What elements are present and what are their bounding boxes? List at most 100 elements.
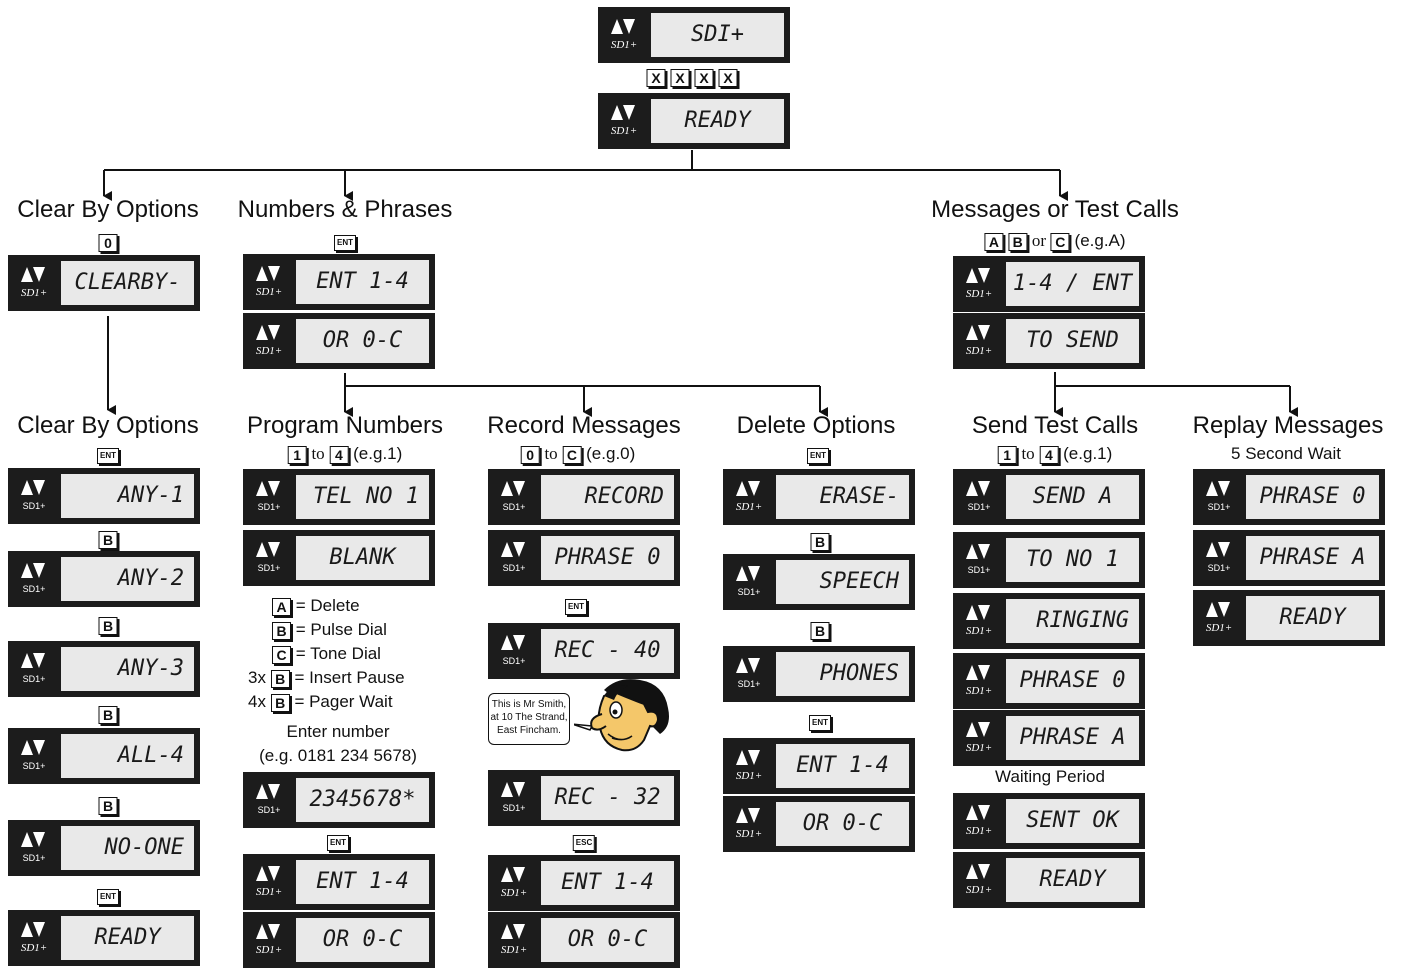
- example-label: (e.g.1): [1063, 444, 1112, 463]
- key-row: ENT: [807, 445, 829, 465]
- legend-text: = Tone Dial: [296, 644, 381, 663]
- key-ent: ENT: [97, 889, 119, 905]
- heading-delete-options: Delete Options: [737, 412, 896, 440]
- lcd-display: SD1+ ENT 1-4: [243, 254, 435, 310]
- to-label: to: [1021, 444, 1034, 463]
- key-row: ENT: [809, 712, 831, 732]
- lcd-screen-text: TO SEND: [1006, 319, 1139, 363]
- legend-row: 3x B = Insert Pause: [248, 666, 438, 690]
- lcd-screen-text: ENT 1-4: [296, 260, 429, 304]
- key-row: A B or C (e.g.A): [984, 231, 1125, 251]
- key-b: B: [271, 670, 290, 688]
- lcd-screen-text: SENT OK: [1006, 799, 1139, 843]
- sd1-logo: SD1+: [8, 468, 60, 524]
- lcd-display: SD1+ REC - 40: [488, 623, 680, 679]
- heading-record-messages: Record Messages: [487, 412, 680, 440]
- sd1-logo: SD1+: [243, 530, 295, 586]
- key-x: X: [719, 69, 738, 87]
- lcd-screen-text: ANY-1: [61, 474, 194, 518]
- key-ent: ENT: [327, 835, 349, 851]
- key-row: 0: [99, 232, 118, 252]
- key-row: B: [99, 704, 118, 724]
- lcd-display: SD1+ PHRASE 0: [488, 530, 680, 586]
- lcd-screen-text: SEND A: [1006, 475, 1139, 519]
- key-range: 1 to 4 (e.g.1): [998, 444, 1113, 464]
- lcd-screen-text: PHRASE A: [1246, 536, 1379, 580]
- legend-row: A = Delete: [248, 594, 438, 618]
- key-a: A: [272, 598, 291, 616]
- key-range: 1 to 4 (e.g.1): [288, 444, 403, 464]
- lcd-screen-text: READY: [1246, 596, 1379, 640]
- lcd-display: SD1+ TO NO 1: [953, 532, 1145, 588]
- legend-text: = Pulse Dial: [296, 620, 387, 639]
- heading-clear-by-options: Clear By Options: [17, 196, 198, 224]
- key-x: X: [647, 69, 666, 87]
- key-row: B: [811, 620, 830, 640]
- lcd-screen-text: READY: [651, 99, 784, 143]
- sd1-logo: SD1+: [1193, 469, 1245, 525]
- lcd-screen-text: NO-ONE: [61, 826, 194, 870]
- key-row: ENT: [97, 445, 119, 465]
- sd1-logo: SD1+: [8, 255, 60, 311]
- key-ent: ENT: [97, 448, 119, 464]
- key-4: 4: [329, 446, 348, 464]
- lcd-screen-text: PHRASE A: [1006, 716, 1139, 760]
- key-legend: A = Delete B = Pulse Dial C = Tone Dial …: [248, 594, 438, 714]
- bubble-line: at 10 The Strand,: [489, 711, 569, 724]
- lcd-screen-text: ANY-3: [61, 647, 194, 691]
- lcd-display: SD1+ OR 0-C: [243, 912, 435, 968]
- sd1-logo: SD1+: [243, 854, 295, 910]
- key-c: C: [562, 446, 581, 464]
- lcd-screen-text: TEL NO 1: [296, 475, 429, 519]
- to-label: to: [311, 444, 324, 463]
- or-label: or: [1032, 231, 1046, 250]
- key-b: B: [99, 706, 118, 724]
- lcd-display: SD1+ ANY-2: [8, 551, 200, 607]
- lcd-screen-text: REC - 32: [541, 776, 674, 820]
- sd1-logo: SD1+: [8, 820, 60, 876]
- lcd-screen-text: OR 0-C: [541, 918, 674, 962]
- to-label: to: [544, 444, 557, 463]
- sd1-logo: SD1+: [598, 7, 650, 63]
- key-b: B: [99, 531, 118, 549]
- example-label: (e.g.1): [353, 444, 402, 463]
- key-row: B: [99, 529, 118, 549]
- sd1-logo: SD1+: [723, 554, 775, 610]
- sd1-logo: SD1+: [723, 646, 775, 702]
- key-ent: ENT: [565, 599, 587, 615]
- legend-text: = Pager Wait: [294, 692, 392, 711]
- lcd-display: SD1+ READY: [1193, 590, 1385, 646]
- sd1-logo: SD1+: [953, 469, 1005, 525]
- lcd-screen-text: ANY-2: [61, 557, 194, 601]
- enter-number-example: (e.g. 0181 234 5678): [259, 746, 417, 766]
- key-row: B: [99, 615, 118, 635]
- lcd-display: SD1+ RINGING: [953, 593, 1145, 649]
- sd1-logo: SD1+: [1193, 590, 1245, 646]
- legend-prefix: 4x: [248, 692, 266, 711]
- key-ent: ENT: [334, 235, 356, 251]
- lcd-screen-text: ENT 1-4: [296, 860, 429, 904]
- key-4: 4: [1039, 446, 1058, 464]
- lcd-display: SD1+ PHRASE 0: [1193, 469, 1385, 525]
- sd1-logo: SD1+: [953, 313, 1005, 369]
- key-c: C: [272, 646, 291, 664]
- waiting-period-label: Waiting Period: [995, 767, 1105, 787]
- lcd-display: SD1+ TO SEND: [953, 313, 1145, 369]
- key-esc: ESC: [573, 835, 595, 851]
- sd1-logo: SD1+: [488, 855, 540, 911]
- lcd-display: SD1+ NO-ONE: [8, 820, 200, 876]
- key-c: C: [1051, 233, 1070, 251]
- sd1-logo: SD1+: [953, 653, 1005, 709]
- legend-text: = Delete: [296, 596, 360, 615]
- key-row: ENT: [565, 596, 587, 616]
- legend-prefix: 3x: [248, 668, 266, 687]
- lcd-screen-text: ENT 1-4: [541, 861, 674, 905]
- sd1-logo: SD1+: [488, 623, 540, 679]
- key-ent: ENT: [809, 715, 831, 731]
- enter-number-label: Enter number: [287, 722, 390, 742]
- sd1-logo: SD1+: [953, 532, 1005, 588]
- key-a: A: [984, 233, 1003, 251]
- sd1-logo: SD1+: [723, 738, 775, 794]
- lcd-display: SD1+ SDI+: [598, 7, 790, 63]
